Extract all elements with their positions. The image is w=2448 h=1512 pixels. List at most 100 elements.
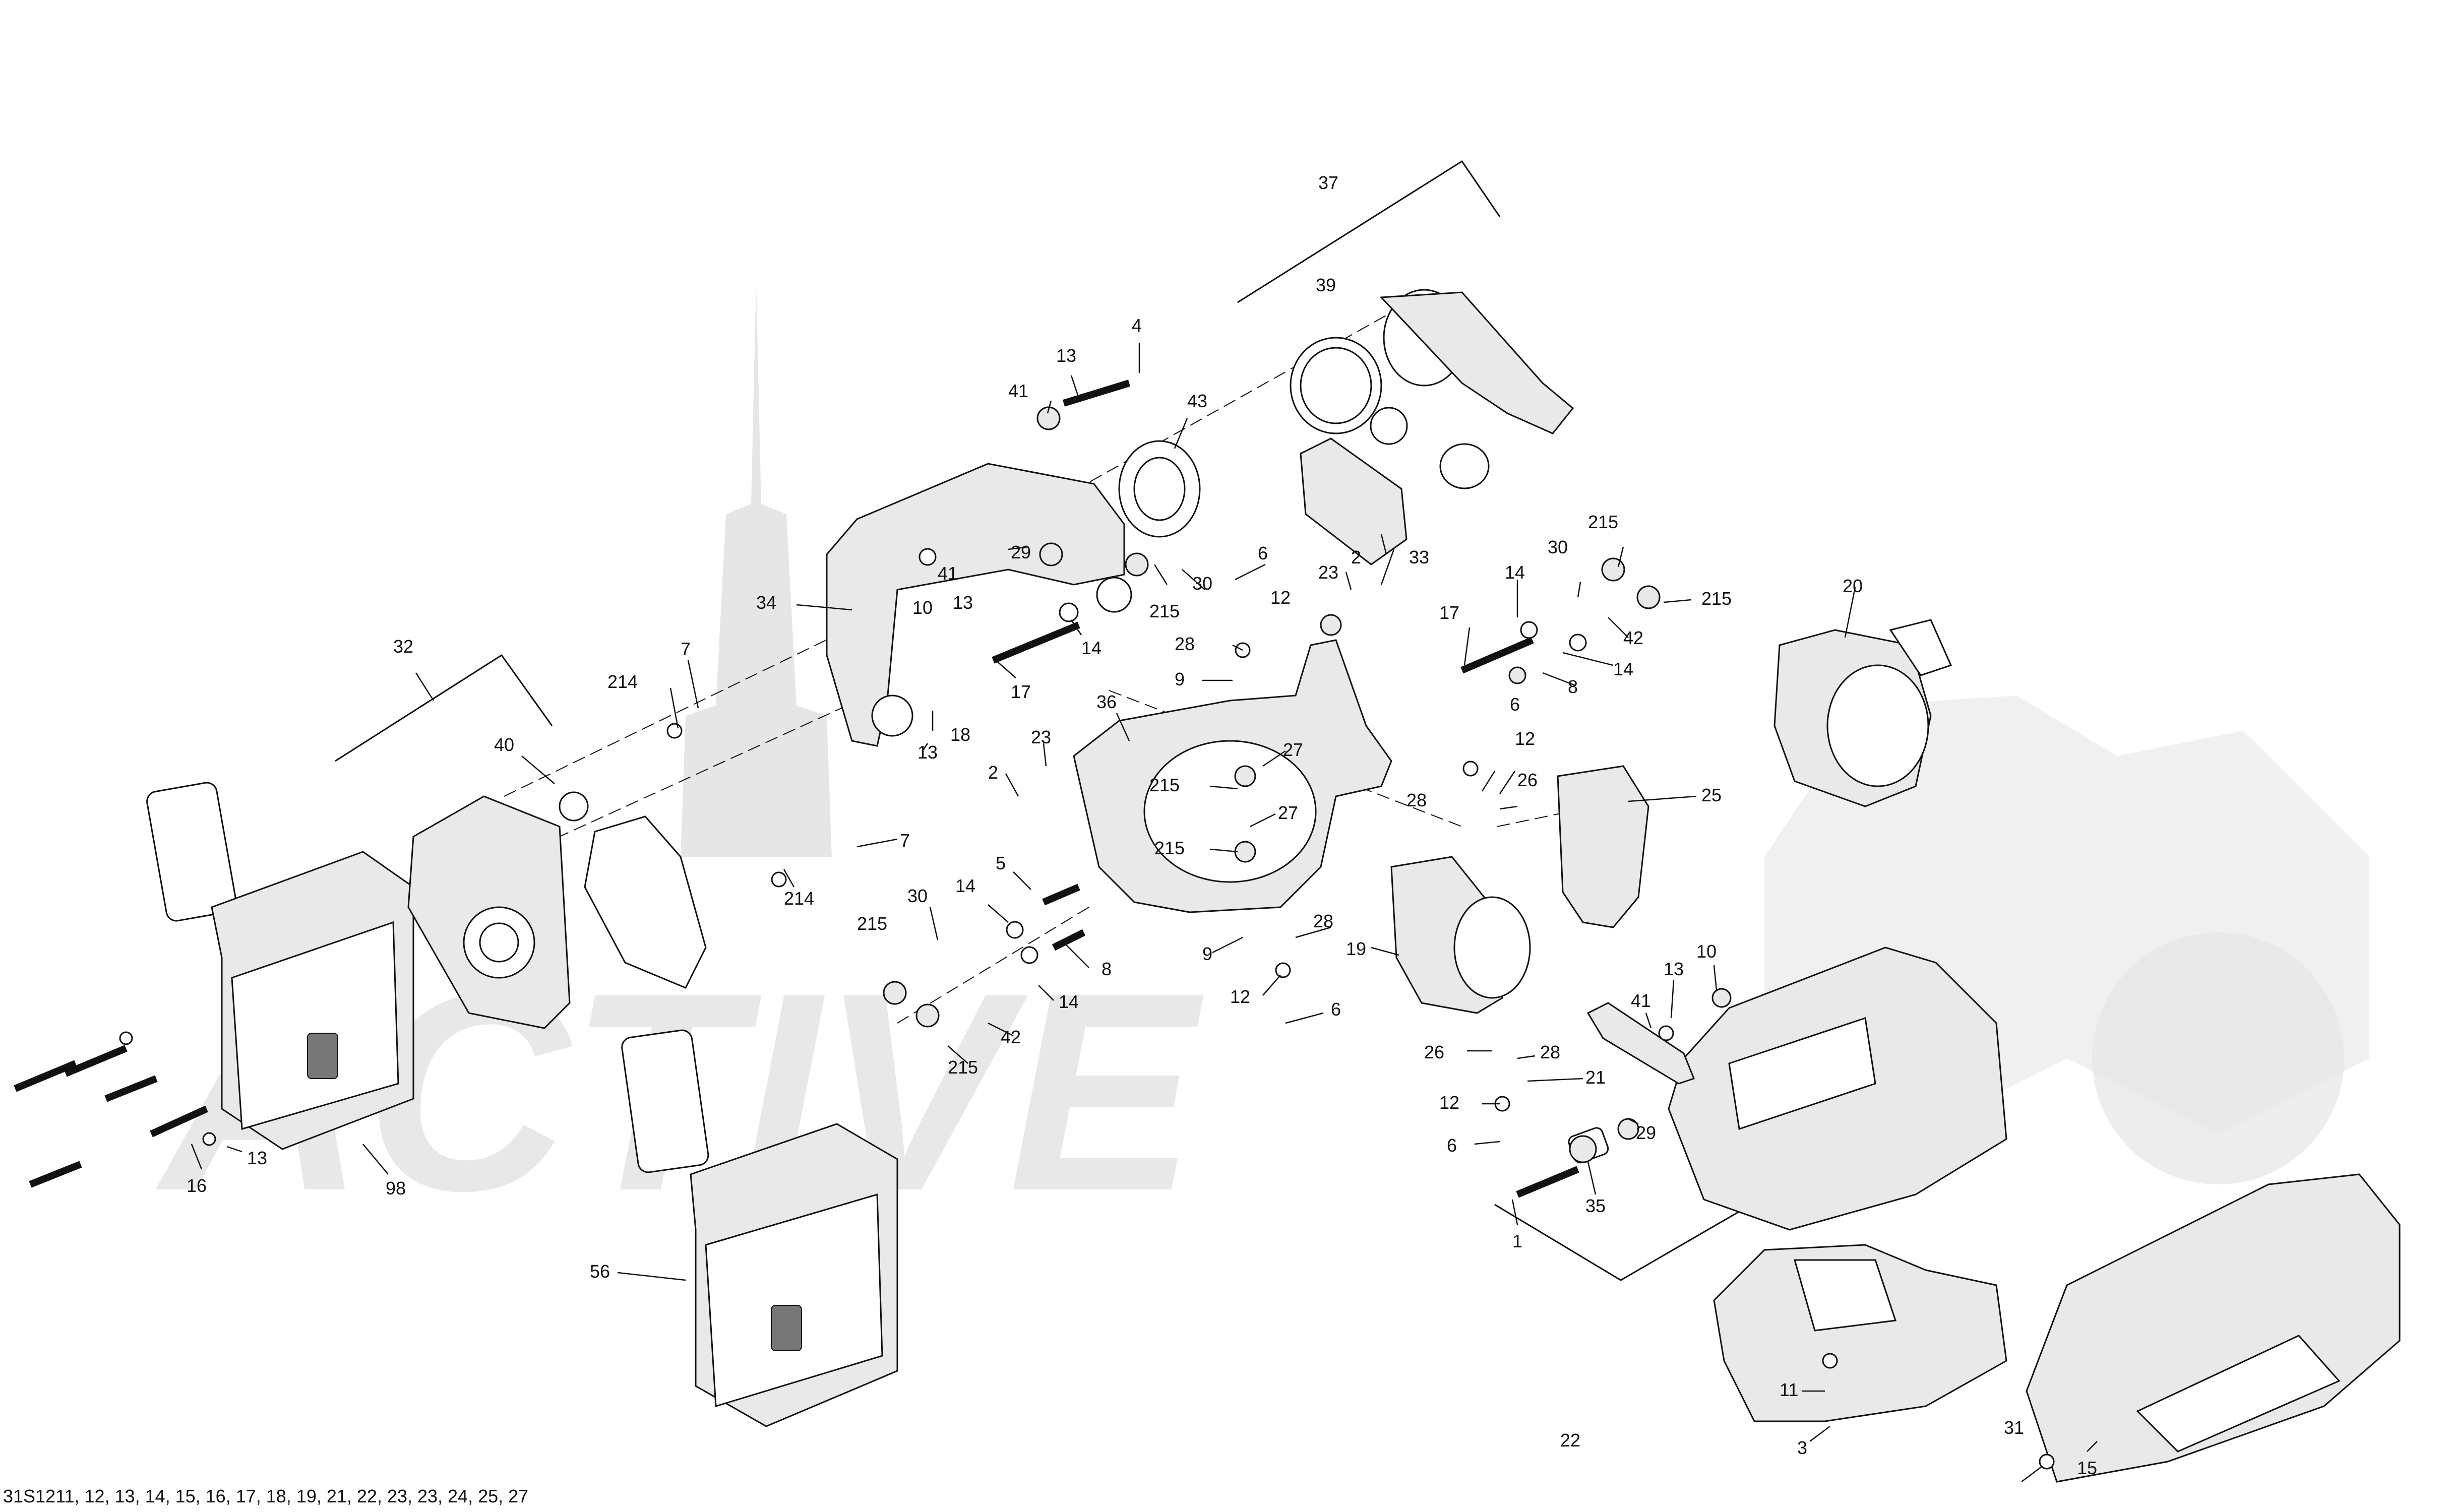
watermark-wheel-shape: [2092, 932, 2344, 1184]
seal-ring-icon: [1118, 289, 1574, 565]
callout-215: 215: [1149, 775, 1180, 795]
callout-25: 25: [1701, 785, 1722, 805]
callout-215: 215: [1701, 588, 1732, 609]
callout-21: 21: [1585, 1067, 1606, 1088]
callout-13: 13: [1056, 345, 1076, 366]
parts: [146, 289, 2401, 1483]
callout-33: 33: [1409, 547, 1429, 568]
callout-28: 28: [1540, 1042, 1560, 1062]
axis-line-2: [504, 705, 847, 862]
callout-12: 12: [1515, 728, 1535, 749]
watermark-tower-shape: [681, 282, 832, 857]
callout-22: 22: [1560, 1430, 1580, 1451]
callout-8: 8: [1101, 959, 1112, 979]
callout-20: 20: [1843, 576, 1863, 596]
muffler-cover-icon: [1668, 947, 2007, 1422]
bracket-32: [335, 654, 553, 762]
callout-17: 17: [1439, 602, 1459, 623]
callout-16: 16: [187, 1175, 207, 1196]
callout-41: 41: [1008, 381, 1028, 401]
callout-215: 215: [857, 913, 887, 934]
callout-10: 10: [1696, 941, 1717, 962]
callout-42: 42: [1623, 627, 1643, 648]
callout-26: 26: [1517, 770, 1538, 790]
callout-15: 15: [2077, 1458, 2097, 1478]
callout-30: 30: [1192, 573, 1212, 594]
callout-37: 37: [1318, 172, 1338, 193]
callouts: 37 39 4 13 43 41 29 30 215 6 23 2 33 10 …: [187, 172, 2097, 1478]
callout-11: 11: [1780, 1379, 1798, 1400]
callout-12: 12: [1230, 986, 1250, 1007]
callout-9: 9: [1202, 943, 1212, 964]
callout-14: 14: [1613, 659, 1633, 679]
callout-30: 30: [1548, 537, 1568, 557]
callout-98: 98: [386, 1178, 406, 1199]
callout-31: 31: [2004, 1417, 2024, 1438]
callout-10: 10: [912, 597, 933, 618]
callout-14: 14: [1081, 638, 1101, 658]
callout-18: 18: [950, 724, 970, 745]
callout-27: 27: [1278, 802, 1298, 823]
callout-215: 215: [1154, 838, 1185, 858]
callout-27: 27: [1283, 739, 1303, 760]
callout-40: 40: [494, 734, 514, 755]
callout-30: 30: [907, 886, 928, 906]
bracket-37: [1237, 160, 1501, 303]
callout-36: 36: [1096, 691, 1117, 712]
callout-13: 13: [917, 742, 938, 763]
bracket-arm-icon: [826, 463, 1132, 747]
callout-13: 13: [1664, 959, 1684, 979]
callout-23: 23: [1318, 562, 1338, 583]
heat-shield-icon: [1390, 765, 1649, 1014]
callout-5: 5: [996, 853, 1006, 873]
bolt-icon: [14, 380, 1579, 1198]
callout-7: 7: [900, 830, 910, 851]
callout-34: 34: [756, 592, 776, 613]
actuator-motor-icon: [621, 1029, 898, 1427]
callout-26: 26: [1424, 1042, 1444, 1062]
callout-6: 6: [1510, 694, 1520, 715]
callout-32: 32: [393, 636, 413, 657]
callout-3: 3: [1797, 1437, 1807, 1458]
callout-17: 17: [1011, 681, 1031, 702]
callout-2: 2: [1351, 547, 1361, 568]
callout-19: 19: [1346, 938, 1366, 959]
callout-12: 12: [1270, 587, 1291, 608]
fasteners: [14, 380, 1838, 1369]
callout-8: 8: [1568, 676, 1578, 697]
callout-28: 28: [1313, 911, 1333, 931]
callout-6: 6: [1447, 1135, 1457, 1156]
bracket-arm-icon: [1073, 639, 1392, 913]
nut-icon: [883, 406, 1732, 1163]
callout-39: 39: [1316, 275, 1336, 295]
callout-214: 214: [607, 671, 638, 692]
callout-214: 214: [784, 888, 814, 909]
callout-56: 56: [590, 1261, 610, 1282]
callout-23: 23: [1031, 727, 1051, 747]
callout-43: 43: [1187, 391, 1207, 411]
callout-13: 13: [247, 1148, 267, 1168]
callout-14: 14: [955, 875, 975, 896]
callout-7: 7: [681, 639, 691, 659]
diagram-code: 31S1211, 12, 13, 14, 15, 16, 17, 18, 19,…: [3, 1486, 529, 1506]
callout-12: 12: [1439, 1092, 1459, 1113]
callout-28: 28: [1175, 634, 1195, 654]
heat-shield-icon: [1773, 619, 1952, 807]
callout-1: 1: [1512, 1231, 1522, 1251]
callout-29: 29: [1011, 542, 1031, 562]
callout-215: 215: [1149, 601, 1180, 621]
callout-215: 215: [948, 1057, 978, 1078]
callout-2: 2: [988, 762, 998, 783]
callout-6: 6: [1258, 543, 1268, 563]
callout-215: 215: [1588, 512, 1618, 532]
callout-14: 14: [1059, 991, 1079, 1012]
callout-4: 4: [1132, 315, 1142, 336]
muffler-cover-icon: [2026, 1173, 2401, 1483]
callout-35: 35: [1585, 1195, 1606, 1216]
callout-41: 41: [938, 563, 958, 584]
callout-13: 13: [953, 592, 973, 613]
callout-6: 6: [1331, 999, 1341, 1020]
callout-9: 9: [1175, 669, 1185, 689]
callout-42: 42: [1001, 1027, 1021, 1047]
